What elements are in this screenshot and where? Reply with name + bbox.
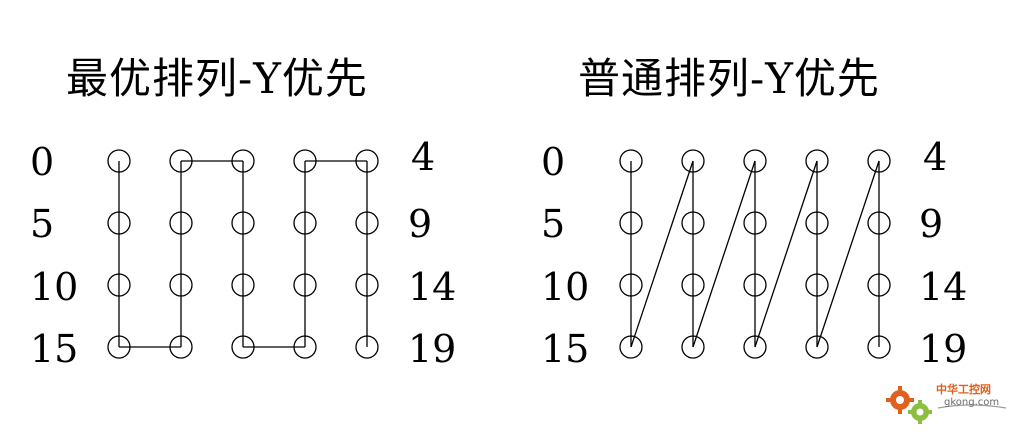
right-path-segment: [630, 160, 694, 348]
left-node-18: [293, 335, 317, 359]
left-panel-graph: [107, 149, 379, 359]
right-node-15: [619, 335, 643, 359]
watermark-logo: [886, 386, 1007, 424]
left-node-4: [355, 149, 379, 173]
right-row-end-label-0: 4: [923, 135, 948, 179]
left-row-end-label-0: 4: [411, 135, 436, 179]
right-node-4: [867, 149, 891, 173]
right-node-10: [619, 273, 643, 297]
left-node-6: [169, 211, 193, 235]
right-row-start-label-2: 10: [541, 265, 590, 309]
left-node-11: [169, 273, 193, 297]
right-node-16: [681, 335, 705, 359]
right-row-end-label-2: 14: [919, 265, 968, 309]
right-node-17: [743, 335, 767, 359]
left-row-end-label-3: 19: [408, 327, 457, 371]
right-title: 普通排列-Y优先: [578, 54, 880, 103]
right-node-6: [681, 211, 705, 235]
left-title: 最优排列-Y优先: [66, 54, 368, 103]
left-node-3: [293, 149, 317, 173]
right-node-3: [805, 149, 829, 173]
left-node-9: [355, 211, 379, 235]
left-row-start-label-0: 0: [30, 140, 55, 184]
left-node-7: [231, 211, 255, 235]
left-node-19: [355, 335, 379, 359]
left-node-8: [293, 211, 317, 235]
left-node-17: [231, 335, 255, 359]
left-row-start-label-3: 15: [30, 327, 79, 371]
right-node-14: [867, 273, 891, 297]
right-node-19: [867, 335, 891, 359]
right-node-7: [743, 211, 767, 235]
left-node-1: [169, 149, 193, 173]
left-node-13: [293, 273, 317, 297]
left-node-5: [107, 211, 131, 235]
left-row-end-label-1: 9: [408, 202, 433, 246]
right-node-2: [743, 149, 767, 173]
watermark-text: 中华工控网: [936, 383, 991, 396]
right-path-segment: [754, 160, 818, 348]
gear-icon: [886, 386, 932, 424]
right-node-5: [619, 211, 643, 235]
left-node-12: [231, 273, 255, 297]
right-panel-graph: [619, 149, 891, 359]
right-row-end-label-1: 9: [919, 202, 944, 246]
right-row-end-label-3: 19: [919, 327, 968, 371]
left-node-15: [107, 335, 131, 359]
right-row-start-label-0: 0: [541, 140, 566, 184]
right-path-segment: [816, 160, 880, 348]
right-node-18: [805, 335, 829, 359]
left-node-16: [169, 335, 193, 359]
right-node-1: [681, 149, 705, 173]
left-row-start-label-1: 5: [30, 202, 55, 246]
right-node-0: [619, 149, 643, 173]
left-node-0: [107, 149, 131, 173]
right-node-12: [743, 273, 767, 297]
left-node-10: [107, 273, 131, 297]
left-row-start-label-2: 10: [30, 265, 79, 309]
left-row-end-label-2: 14: [408, 265, 457, 309]
right-node-8: [805, 211, 829, 235]
left-node-2: [231, 149, 255, 173]
right-row-start-label-1: 5: [541, 202, 566, 246]
left-node-14: [355, 273, 379, 297]
right-node-9: [867, 211, 891, 235]
right-row-start-label-3: 15: [541, 327, 590, 371]
watermark-domain: gkong.com: [944, 397, 1000, 408]
right-node-11: [681, 273, 705, 297]
right-node-13: [805, 273, 829, 297]
right-path-segment: [692, 160, 756, 348]
